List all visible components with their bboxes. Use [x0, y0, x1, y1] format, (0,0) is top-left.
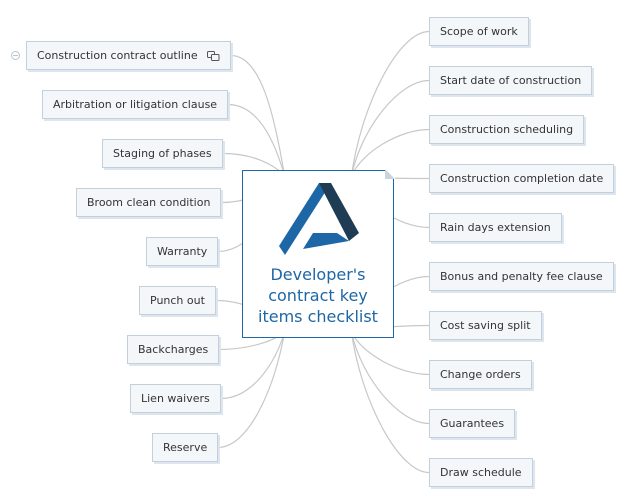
topic-change-orders[interactable]: Change orders	[429, 360, 532, 389]
central-topic-title: Developer's contract key items checklist	[243, 264, 393, 327]
link-icon[interactable]	[207, 51, 220, 61]
topic-label: Reserve	[163, 441, 208, 454]
topic-label: Cost saving split	[440, 319, 531, 332]
central-topic-title-line: contract key	[268, 286, 368, 305]
topic-guarantees[interactable]: Guarantees	[429, 409, 516, 438]
topic-construction-contract-outline[interactable]: Construction contract outline	[11, 41, 232, 70]
topic-label: Construction scheduling	[440, 123, 574, 136]
topic-staging-of-phases[interactable]: Staging of phases	[102, 139, 223, 168]
topic-scope-of-work[interactable]: Scope of work	[429, 17, 529, 46]
topic-draw-schedule[interactable]: Draw schedule	[429, 458, 533, 487]
topic-punch-out[interactable]: Punch out	[139, 286, 216, 315]
topic-label: Broom clean condition	[87, 196, 211, 209]
topic-cost-saving-split[interactable]: Cost saving split	[429, 311, 542, 340]
connector-line	[350, 79, 430, 177]
topic-label: Scope of work	[440, 25, 518, 38]
topic-construction-scheduling[interactable]: Construction scheduling	[429, 115, 585, 144]
connector-line	[350, 128, 430, 177]
topic-label: Staging of phases	[113, 147, 212, 160]
topic-label: Draw schedule	[440, 466, 522, 479]
connector-line	[350, 331, 430, 376]
connector-line	[350, 30, 430, 177]
topic-backcharges[interactable]: Backcharges	[127, 335, 220, 364]
connector-line	[350, 331, 430, 474]
topic-reserve[interactable]: Reserve	[152, 433, 219, 462]
topic-start-date-of-construction[interactable]: Start date of construction	[429, 66, 593, 95]
topic-label: Warranty	[157, 245, 208, 258]
central-topic-title-line: items checklist	[258, 307, 378, 326]
collapse-toggle[interactable]	[11, 51, 20, 60]
connector-line	[227, 103, 286, 177]
topic-arbitration-or-litigation-clause[interactable]: Arbitration or litigation clause	[42, 90, 229, 119]
topic-label: Arbitration or litigation clause	[53, 98, 218, 111]
topic-label: Construction contract outline	[37, 49, 198, 62]
connector-line	[230, 54, 286, 177]
connector-line	[220, 331, 286, 400]
topic-label: Punch out	[150, 294, 205, 307]
topic-label: Guarantees	[440, 417, 505, 430]
topic-lien-waivers[interactable]: Lien waivers	[130, 384, 221, 413]
topic-construction-completion-date[interactable]: Construction completion date	[429, 164, 615, 193]
topic-label: Rain days extension	[440, 221, 551, 234]
topic-label: Bonus and penalty fee clause	[440, 270, 603, 283]
topic-label: Construction completion date	[440, 172, 604, 185]
topic-label: Change orders	[440, 368, 521, 381]
topic-label: Lien waivers	[141, 392, 210, 405]
topic-rain-days-extension[interactable]: Rain days extension	[429, 213, 562, 242]
topic-label: Start date of construction	[440, 74, 582, 87]
connector-line	[217, 331, 286, 449]
topic-bonus-and-penalty-fee-clause[interactable]: Bonus and penalty fee clause	[429, 262, 614, 291]
topic-broom-clean-condition[interactable]: Broom clean condition	[76, 188, 222, 217]
logo-icon	[279, 183, 359, 255]
connector-line	[350, 331, 430, 425]
topic-warranty[interactable]: Warranty	[146, 237, 219, 266]
central-topic[interactable]: Developer's contract key items checklist	[242, 169, 395, 338]
central-topic-title-line: Developer's	[270, 265, 366, 284]
topic-label: Backcharges	[138, 343, 209, 356]
